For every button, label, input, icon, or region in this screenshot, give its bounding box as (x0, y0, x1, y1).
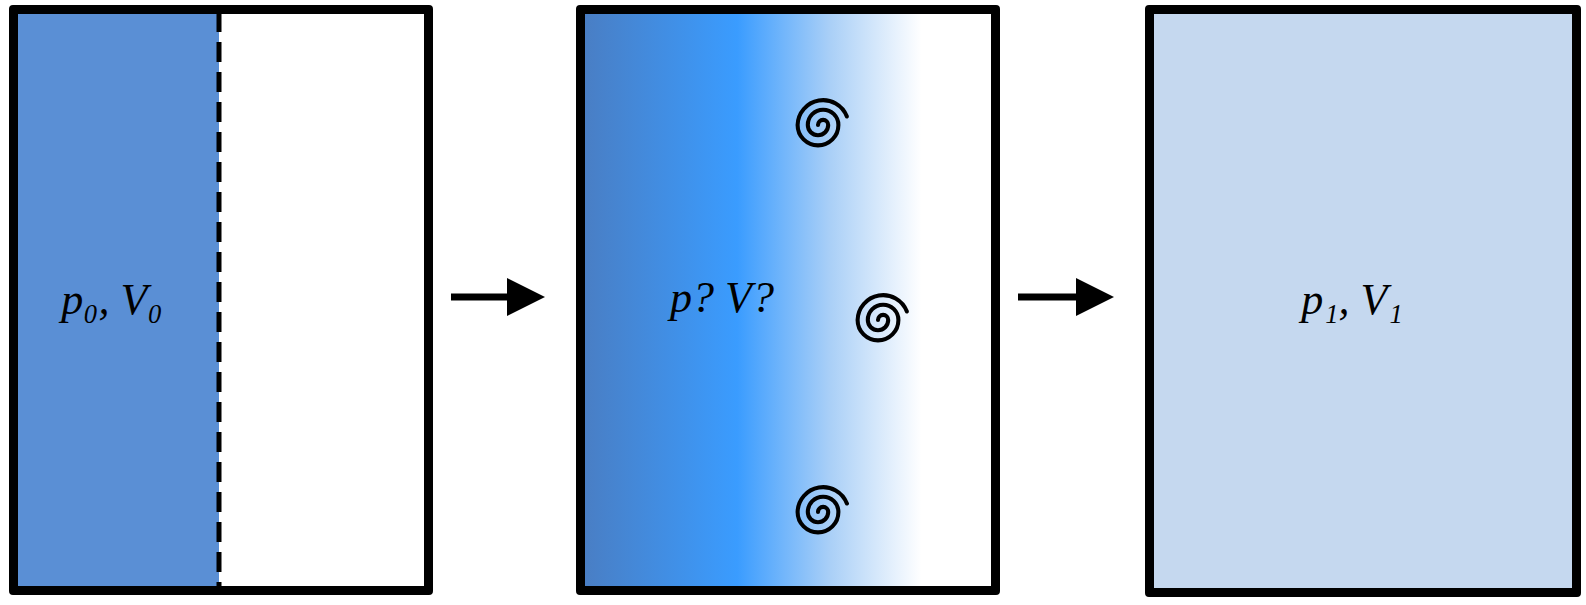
swirl (798, 487, 847, 532)
gas-region (14, 10, 219, 590)
swirl (798, 100, 847, 145)
state-label: p₁, V₁ (1301, 276, 1402, 324)
process-arrow (451, 294, 515, 301)
gas-container: p₀, V₀ (9, 5, 433, 595)
mixing-gas (580, 10, 996, 590)
process-arrow (1018, 294, 1084, 301)
gas-container: p? V? (576, 5, 1000, 595)
partition (217, 12, 222, 588)
swirl (858, 295, 907, 340)
state-label: p₀, V₀ (61, 276, 162, 324)
state-label: p? V? (670, 274, 774, 322)
expanded-gas (1149, 10, 1577, 592)
gas-container: p₁, V₁ (1145, 5, 1581, 597)
